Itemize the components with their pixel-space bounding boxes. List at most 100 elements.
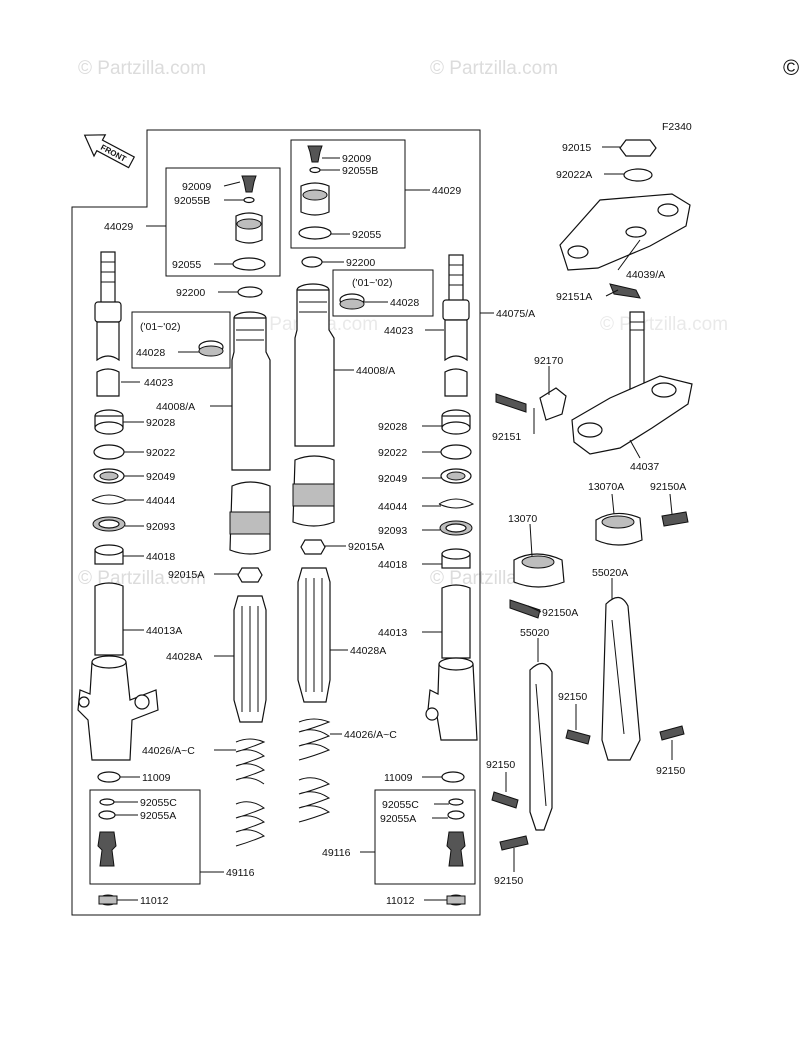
valve-49116-right	[446, 831, 466, 867]
year-group-box-right	[332, 269, 434, 317]
label-92055a-right: 92055A	[380, 813, 416, 825]
bolt-92151a	[609, 283, 641, 299]
leader-lines	[114, 146, 673, 901]
front-arrow-icon: FRONT	[83, 134, 136, 169]
label-92055a-left: 92055A	[140, 810, 176, 822]
label-44018-right: 44018	[378, 559, 407, 571]
label-44028a-left: 44028A	[166, 651, 202, 663]
label-92009-right: 92009	[342, 153, 371, 165]
label-44028-left: 44028	[136, 347, 165, 359]
copyright-mark: ©	[783, 55, 799, 80]
label-55020: 55020	[520, 627, 549, 639]
collar-44023-right	[444, 319, 468, 362]
valve-49116-left	[97, 831, 117, 867]
label-13070a: 13070A	[588, 481, 624, 493]
inner-tube-44013	[441, 584, 471, 659]
label-92150a-center: 92150A	[542, 607, 578, 619]
label-44008a-left: 44008/A	[156, 401, 195, 413]
axle-bracket-left	[77, 661, 159, 761]
label-44023-right: 44023	[384, 325, 413, 337]
oring-92055-left	[232, 257, 266, 271]
washer-11009-right	[441, 771, 465, 783]
label-44013a: 44013A	[146, 625, 182, 637]
label-92049-left: 92049	[146, 471, 175, 483]
label-55020a: 55020A	[592, 567, 628, 579]
label-92150-a: 92150	[558, 691, 587, 703]
label-92028-left: 92028	[146, 417, 175, 429]
label-year-right: ('01~'02)	[352, 277, 393, 289]
label-44026-right: 44026/A~C	[344, 729, 397, 741]
label-92055-right: 92055	[352, 229, 381, 241]
label-92028-right: 92028	[378, 421, 407, 433]
watermark: © Partzilla.com	[600, 314, 728, 335]
label-year-left: ('01~'02)	[140, 321, 181, 333]
label-49116-right: 49116	[322, 847, 351, 859]
figure-code: F2340	[662, 121, 692, 133]
label-11012-right: 11012	[386, 895, 415, 907]
oring-92055-right	[298, 226, 332, 240]
rod-nut	[94, 301, 122, 323]
right-fork-parts	[292, 145, 478, 906]
bolt-92150-b	[659, 725, 685, 741]
label-44026-left: 44026/A~C	[142, 745, 195, 757]
bracket-92170	[539, 387, 567, 421]
part-labels: 92015 92022A 44039/A 92151A 92170 92151 …	[104, 142, 686, 907]
collar-44023	[96, 368, 120, 397]
label-13070: 13070	[508, 513, 537, 525]
damper-rod-right	[448, 254, 464, 304]
fork-assembly-outline	[71, 129, 481, 916]
label-44039a: 44039/A	[626, 269, 665, 281]
label-92049-right: 92049	[378, 473, 407, 485]
spring-44026-left-lower	[235, 801, 266, 847]
fork-guard-55020a	[601, 596, 641, 761]
label-44044-right: 44044	[378, 501, 407, 513]
bolt-92009-left	[241, 175, 257, 193]
label-44028a-right: 44028A	[350, 645, 386, 657]
bolt-92150-a	[565, 729, 591, 745]
label-44029-left: 44029	[104, 221, 133, 233]
clip-44044	[91, 494, 128, 505]
label-11009-left: 11009	[142, 772, 171, 784]
spring-44026-right-lower	[298, 777, 331, 823]
label-11012-left: 11012	[140, 895, 169, 907]
washer-11009-left	[97, 771, 121, 783]
label-92150-c: 92150	[486, 759, 515, 771]
label-92015: 92015	[562, 142, 591, 154]
label-92200-left: 92200	[176, 287, 205, 299]
watermark: © Partzilla.com	[430, 58, 558, 79]
label-92150a-right: 92150A	[650, 481, 686, 493]
cap-group-box-left	[165, 167, 281, 277]
washer-92022-right	[440, 444, 472, 460]
label-92009-left: 92009	[182, 181, 211, 193]
outer-tube-44008a-left	[231, 317, 271, 471]
label-92093-right: 92093	[378, 525, 407, 537]
nut-92015a-left	[237, 567, 263, 583]
label-11009-right: 11009	[384, 772, 413, 784]
outer-tube-44008a-right	[294, 289, 335, 447]
label-92055b-left: 92055B	[174, 195, 210, 207]
label-92151a: 92151A	[556, 291, 592, 303]
spring-44026-left-upper	[235, 738, 266, 785]
label-44028-right: 44028	[390, 297, 419, 309]
spring-44026-right-upper	[298, 718, 331, 761]
damper-rod	[100, 251, 116, 305]
label-49116-left: 49116	[226, 867, 255, 879]
bolt-92009-right	[307, 145, 323, 163]
label-44029-right: 44029	[432, 185, 461, 197]
washer-92200-left	[237, 286, 263, 298]
label-92022-right: 92022	[378, 447, 407, 459]
label-44013: 44013	[378, 627, 407, 639]
cap-group-box-right	[290, 139, 406, 249]
label-44044-left: 44044	[146, 495, 175, 507]
label-44037: 44037	[630, 461, 659, 473]
label-92093-left: 92093	[146, 521, 175, 533]
label-44018-left: 44018	[146, 551, 175, 563]
label-92055-left: 92055	[172, 259, 201, 271]
axle-bracket-right	[427, 663, 478, 741]
nut-92015	[619, 139, 657, 157]
bolt-92150-c	[491, 791, 519, 809]
bolt-92150-d	[499, 835, 529, 851]
inner-tube-44013a	[94, 582, 124, 656]
